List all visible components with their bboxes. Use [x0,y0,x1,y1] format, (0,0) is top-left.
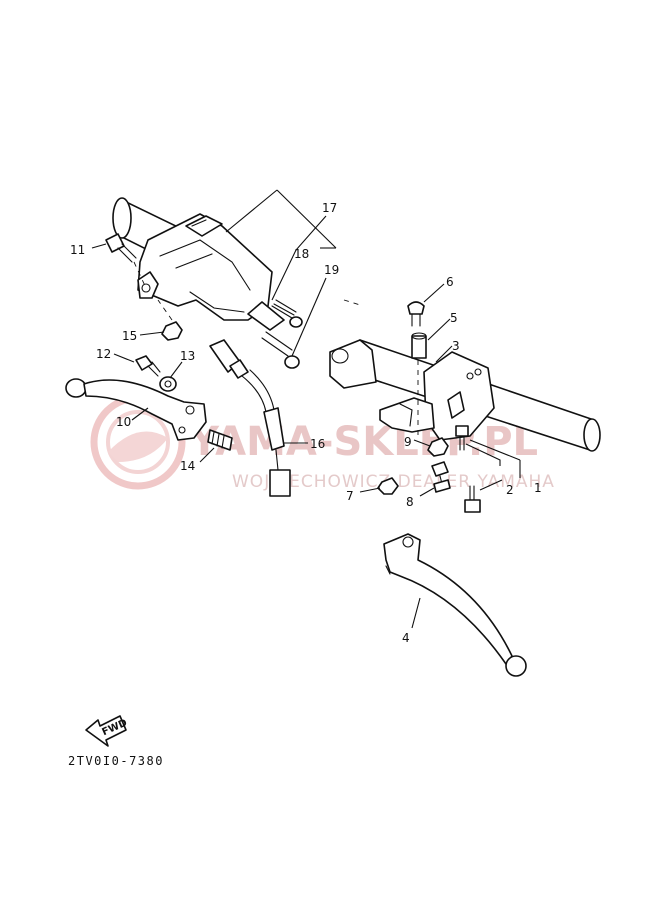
leader-lines [91,189,521,629]
part-13-collar [159,376,177,392]
part-14-spring [207,429,233,451]
callout-4: 4 [402,631,410,645]
callout-2: 2 [506,483,514,497]
right-handlebar-assembly [329,299,601,452]
watermark: YAMA-SKLEP.PL WOJCIECHOWICZ DEALER YAMAH… [90,394,554,492]
callout-12: 12 [96,347,111,361]
callout-6: 6 [446,275,454,289]
callout-18: 18 [294,247,309,261]
callout-9: 9 [404,435,412,449]
part-9-nut [427,437,449,457]
part-1-screw [464,485,481,513]
callout-labels: 1 2 3 4 5 6 7 8 9 10 11 12 13 14 15 16 1… [70,201,542,645]
callout-7: 7 [346,489,354,503]
part-5-collar [411,332,427,359]
part-6-screw [407,301,425,327]
part-12-bolt [135,355,161,377]
part-8-bolt [431,461,451,493]
part-18-screw [271,299,303,328]
callout-1: 1 [534,481,542,495]
callout-16: 16 [310,437,325,451]
part-15-nut [157,299,183,341]
callout-14: 14 [180,459,195,473]
callout-3: 3 [452,339,460,353]
watermark-text: YAMA-SKLEP.PL [189,419,538,465]
callout-13: 13 [180,349,195,363]
callout-11: 11 [70,243,85,257]
callout-10: 10 [116,415,131,429]
part-16-clutch-switch [209,339,291,497]
callout-15: 15 [122,329,137,343]
part-2-screw [455,425,469,451]
callout-19: 19 [324,263,339,277]
callout-5: 5 [450,311,458,325]
part-19-screw [261,331,300,369]
fwd-arrow-icon: FWD [85,715,129,747]
part-4-brake-lever [383,533,527,677]
left-handlebar-assembly [112,197,285,331]
callout-8: 8 [406,495,414,509]
diagram-code: 2TV0I0-7380 [68,754,164,768]
callout-17: 17 [322,201,337,215]
part-10-clutch-lever [65,378,207,441]
part-11-bolt [105,233,147,289]
